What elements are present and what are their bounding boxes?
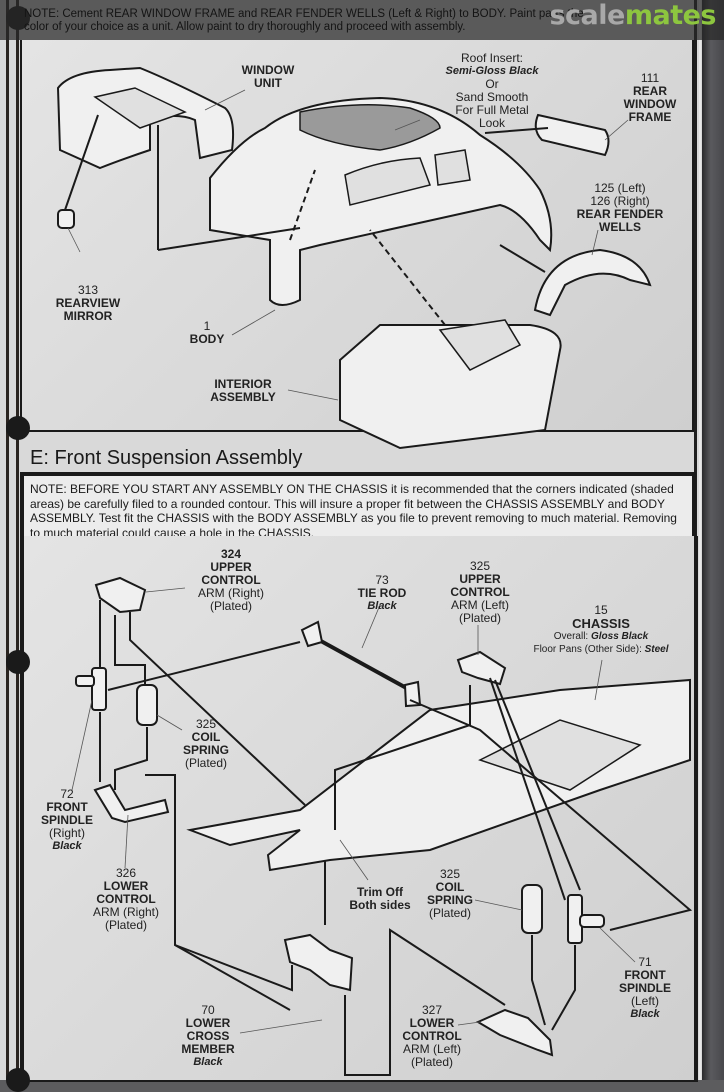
- section-title: E: Front Suspension Assembly: [30, 447, 303, 469]
- label-body: 1 BODY: [189, 319, 225, 346]
- label-coil-spring-right: 325 COIL SPRING (Plated): [182, 717, 229, 770]
- binder-hole: [6, 416, 30, 440]
- body-part: [209, 96, 553, 306]
- left-border-rule: [6, 0, 9, 1080]
- label-upper-control-arm-right: 324 UPPER CONTROL ARM (Right) (Plated): [197, 547, 264, 613]
- label-upper-control-arm-left: 325 UPPER CONTROL ARM (Left) (Plated): [450, 559, 510, 625]
- chassis-part: [186, 678, 691, 872]
- chassis-floor-pan: [478, 719, 642, 791]
- roof-insert: [299, 104, 441, 151]
- scalemates-watermark: scalemates: [549, 0, 716, 31]
- label-coil-spring-left: 325 COIL SPRING (Plated): [426, 867, 473, 920]
- label-lower-cross-member: 70 LOWER CROSS MEMBER Black: [181, 1003, 235, 1069]
- right-border-highlight: [699, 0, 701, 1080]
- coil-spring-left-part: [521, 884, 543, 934]
- label-tie-rod: 73 TIE ROD Black: [357, 573, 407, 613]
- coil-spring-right-part: [136, 684, 158, 726]
- interior-seat: [438, 319, 522, 371]
- label-rearview-mirror: 313 REARVIEW MIRROR: [55, 283, 121, 323]
- lower-cross-member-part: [283, 933, 354, 992]
- label-rear-window-frame: 111 REAR WINDOW FRAME: [623, 71, 677, 124]
- window-unit-opening: [93, 87, 187, 129]
- binder-hole: [6, 650, 30, 674]
- rear-fender-well-part: [533, 248, 652, 317]
- rearview-mirror-part: [57, 209, 75, 229]
- binder-hole: [6, 1068, 30, 1092]
- label-lower-control-arm-left: 327 LOWER CONTROL ARM (Left) (Plated): [402, 1003, 462, 1069]
- top-note-band: [0, 0, 724, 40]
- lower-control-arm-right-part: [93, 783, 170, 824]
- body-rear-window: [434, 149, 471, 186]
- front-spindle-left-stub: [579, 914, 605, 928]
- upper-control-arm-left-part: [456, 650, 507, 686]
- front-spindle-right-part: [91, 667, 107, 711]
- interior-assembly-part: [339, 324, 562, 450]
- label-front-spindle-left: 71 FRONT SPINDLE (Left) Black: [618, 955, 671, 1021]
- label-lower-control-arm-right: 326 LOWER CONTROL ARM (Right) (Plated): [92, 866, 159, 932]
- tie-rod-part: [300, 620, 324, 648]
- label-interior-assembly: INTERIOR ASSEMBLY: [210, 377, 276, 404]
- body-side-window: [344, 157, 431, 206]
- top-note-text: NOTE: Cement REAR WINDOW FRAME and REAR …: [24, 8, 584, 33]
- left-border-rule-inner: [16, 0, 19, 1080]
- front-spindle-right-stub: [75, 675, 95, 687]
- lower-control-arm-left-part: [475, 1008, 554, 1057]
- label-roof-insert: Roof Insert: Semi-Gloss Black Or Sand Sm…: [445, 51, 539, 130]
- label-trim-off: Trim Off Both sides: [349, 885, 411, 912]
- label-front-spindle-right: 72 FRONT SPINDLE (Right) Black: [40, 787, 93, 853]
- sheet-edge-shadow: [702, 0, 724, 1080]
- label-window-unit: WINDOW UNIT: [241, 63, 295, 90]
- label-rear-fender-wells: 125 (Left) 126 (Right) REAR FENDER WELLS: [576, 181, 664, 234]
- upper-control-arm-right-part: [94, 576, 147, 614]
- rear-window-frame-part: [534, 113, 610, 157]
- label-chassis: 15 CHASSIS Overall: Gloss Black Floor Pa…: [533, 603, 669, 656]
